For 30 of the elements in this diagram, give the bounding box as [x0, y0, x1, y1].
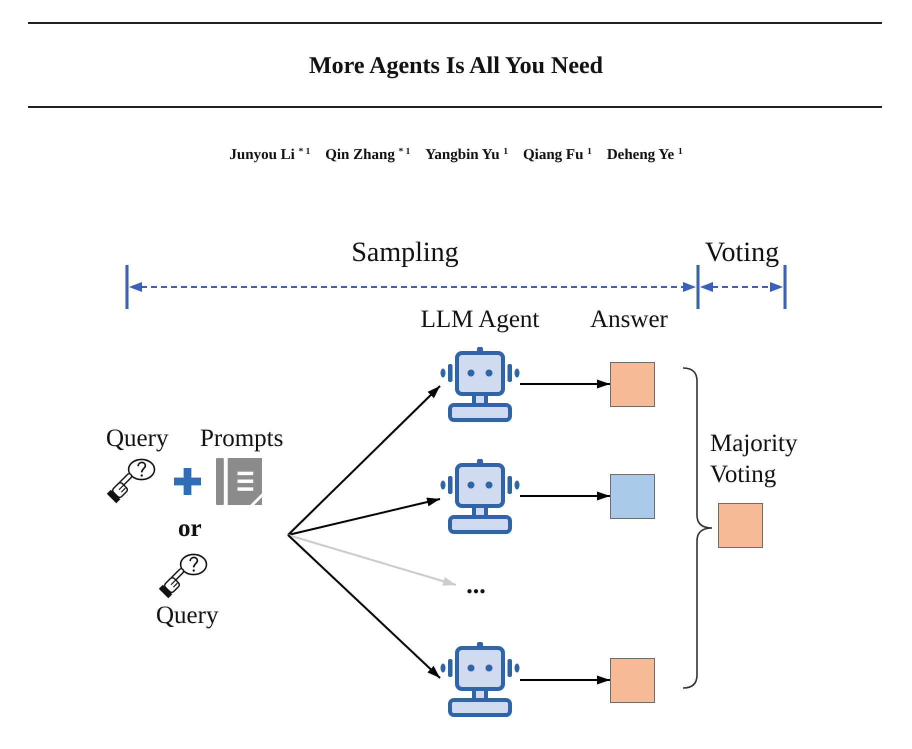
phase-label: Voting [704, 237, 780, 270]
arrow [288, 498, 440, 536]
arrow [287, 385, 441, 536]
column-heading: LLM Agent [420, 306, 540, 335]
phase-label: Sampling [351, 237, 459, 270]
input-label: Query [106, 425, 168, 454]
separator-text: or [178, 515, 202, 544]
author-name: Qiang Fu $^{1}$ [522, 146, 592, 164]
robot-icon [440, 642, 520, 717]
robot-icon [440, 347, 520, 422]
input-label: Query [156, 602, 218, 631]
answer-square [718, 503, 763, 548]
paper-title: More Agents Is All You Need [309, 53, 603, 81]
arrow [520, 676, 610, 684]
input-label: Prompts [200, 425, 284, 454]
column-heading: Answer [590, 306, 668, 335]
author-name: Yangbin Yu $^{1}$ [425, 146, 508, 164]
answer-square [610, 658, 655, 703]
step-label: Majority Voting [710, 429, 798, 490]
answer-square [610, 362, 655, 407]
author-name: Deheng Ye $^{1}$ [606, 146, 683, 164]
author-name: Qin Zhang $^{* 1}$ [325, 146, 410, 164]
author-name: Junyou Li $^{* 1}$ [229, 146, 310, 164]
ellipsis-text: ... [456, 571, 496, 599]
arrow [287, 534, 441, 679]
arrow [520, 492, 610, 500]
answer-square [610, 474, 655, 519]
robot-icon [440, 459, 520, 534]
arrow [520, 380, 610, 388]
arrow [288, 534, 456, 586]
